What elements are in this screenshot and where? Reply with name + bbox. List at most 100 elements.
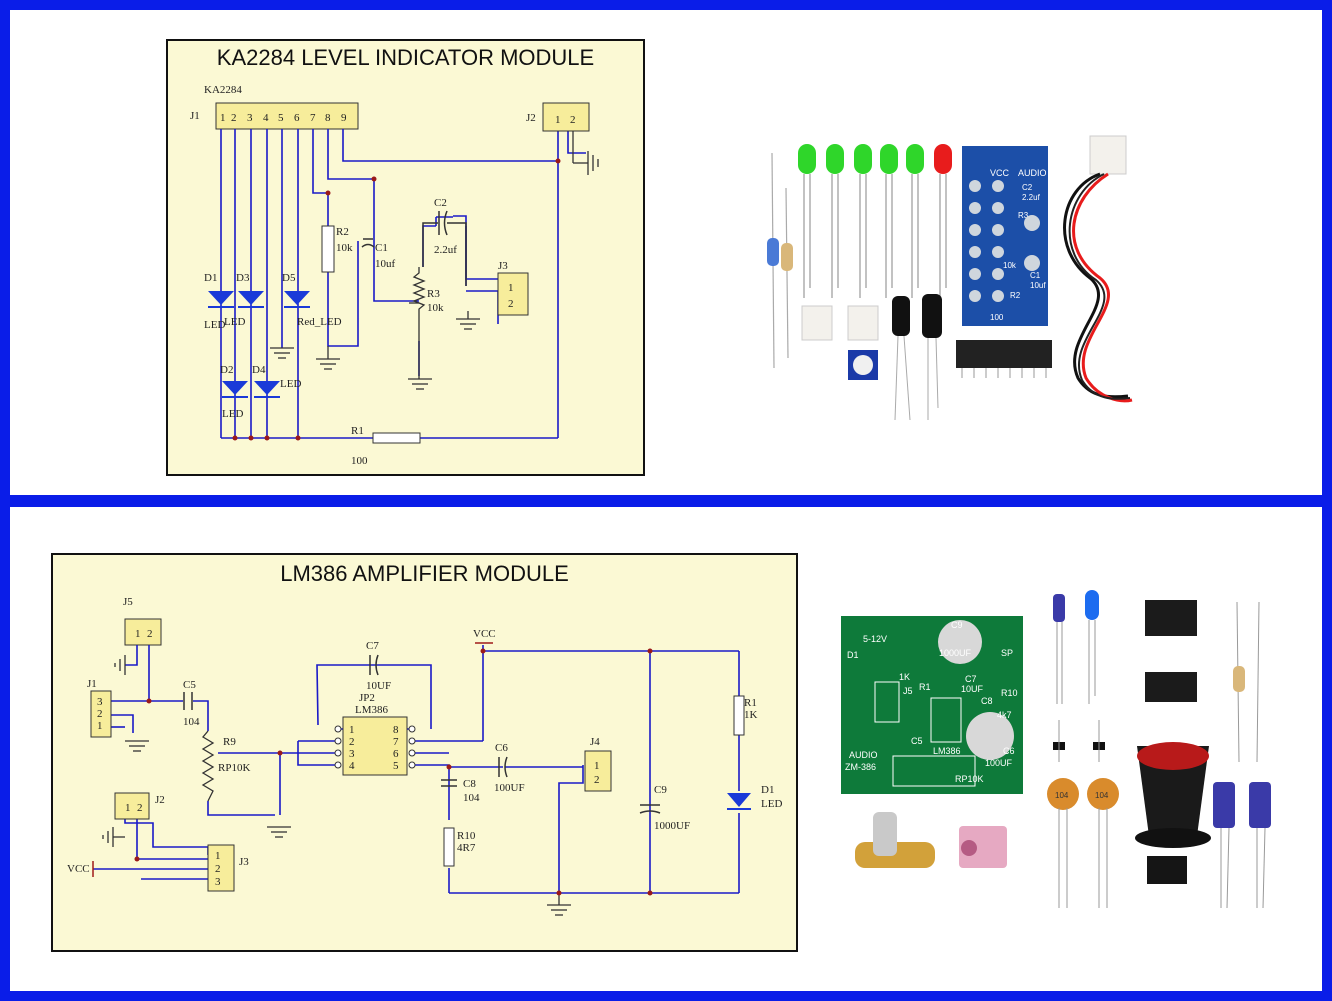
j4-connector	[584, 750, 612, 792]
r1-value-b: 1K	[744, 709, 758, 721]
lm386-title: LM386 AMPLIFIER MODULE	[280, 561, 569, 586]
svg-text:104: 104	[1095, 791, 1109, 800]
svg-text:3: 3	[247, 112, 253, 124]
junction-dots	[232, 158, 561, 441]
svg-text:10uf: 10uf	[1030, 281, 1046, 290]
j3-pin2: 2	[508, 298, 514, 310]
c9-capacitor	[639, 804, 661, 814]
svg-text:100UF: 100UF	[985, 758, 1013, 768]
r9-label: R9	[223, 736, 236, 748]
vcc-label: VCC	[473, 628, 496, 640]
svg-text:100: 100	[990, 313, 1004, 322]
j2-label-b: J2	[155, 794, 165, 806]
svg-text:2: 2	[147, 628, 153, 640]
svg-text:8: 8	[393, 724, 399, 736]
ka2284-title: KA2284 LEVEL INDICATOR MODULE	[216, 45, 595, 70]
c2-value: 2.2uf	[434, 244, 457, 256]
r1-label-b: R1	[744, 697, 757, 709]
svg-text:10k: 10k	[1003, 261, 1017, 270]
svg-text:C8: C8	[981, 696, 993, 706]
j3-label-b: J3	[239, 856, 249, 868]
svg-text:2: 2	[137, 802, 143, 814]
svg-text:3: 3	[215, 876, 221, 888]
c2-label: C2	[434, 197, 447, 209]
r9-potentiometer	[201, 730, 215, 802]
c8-capacitor	[441, 779, 457, 787]
svg-text:2: 2	[97, 708, 103, 720]
svg-text:1: 1	[349, 724, 355, 736]
svg-text:3: 3	[97, 696, 103, 708]
lm386-schematic-panel: LM386 AMPLIFIER MODULE J5 1 2	[51, 553, 798, 952]
svg-text:C9: C9	[951, 620, 963, 630]
j2-ground-symbol	[572, 131, 599, 175]
j2-pin1: 1	[555, 114, 561, 126]
svg-text:C5: C5	[911, 736, 923, 746]
r2-value: 10k	[336, 242, 353, 254]
svg-text:2: 2	[349, 736, 355, 748]
lm386-parts: 104 104	[855, 590, 1271, 909]
svg-text:SP: SP	[1001, 648, 1013, 658]
lm386-pcb: 5-12V D1 1K C9 1000UF SP C7 10UF R1 J5 R…	[841, 616, 1023, 794]
lm386-wires	[93, 645, 740, 894]
r9-ground	[267, 826, 291, 838]
svg-text:2: 2	[594, 774, 600, 786]
svg-text:J5: J5	[903, 686, 913, 696]
j1-ground	[125, 740, 149, 752]
svg-text:R3: R3	[1018, 211, 1029, 220]
j5-ground	[114, 655, 126, 675]
svg-text:R2: R2	[1010, 291, 1021, 300]
svg-text:RP10K: RP10K	[955, 774, 984, 784]
led-label-1: LED	[204, 319, 225, 331]
j3-pin1: 1	[508, 282, 514, 294]
c6-capacitor	[498, 756, 508, 778]
c9-value: 1000UF	[654, 820, 690, 832]
svg-text:8: 8	[325, 112, 331, 124]
led-d1	[208, 291, 234, 308]
svg-text:D1: D1	[847, 650, 859, 660]
svg-text:1000UF: 1000UF	[939, 648, 972, 658]
ka2284-schematic: KA2284 J1 1 2 3 4 5 6 7 8 9	[190, 84, 599, 467]
jp2-label: JP2	[359, 692, 375, 704]
j1-wires	[220, 121, 586, 439]
r1-resistor	[372, 432, 421, 444]
c8-value: 104	[463, 792, 480, 804]
lm386-ic	[342, 716, 408, 776]
j2-connector-b	[114, 792, 150, 820]
j2-label: J2	[526, 112, 536, 124]
vcc-label-b: VCC	[67, 863, 90, 875]
svg-text:6: 6	[294, 112, 300, 124]
j4-label: J4	[590, 736, 600, 748]
c2-capacitor	[422, 210, 467, 286]
led-row	[798, 144, 952, 298]
red-led-label: Red_LED	[297, 316, 342, 328]
c9-label: C9	[654, 784, 667, 796]
r3-potentiometer	[409, 267, 426, 379]
led-d5	[284, 291, 310, 308]
c1-value: 10uf	[375, 258, 396, 270]
r9-value: RP10K	[218, 762, 250, 774]
svg-text:6: 6	[393, 748, 399, 760]
led-label-3: LED	[280, 378, 301, 390]
c1-label: C1	[375, 242, 388, 254]
lm386-pins: 1 2 3 4 8 7 6 5	[334, 724, 416, 772]
d1-label: D1	[204, 272, 217, 284]
svg-text:C6: C6	[1003, 746, 1015, 756]
j1-label: J1	[190, 110, 200, 122]
j3-ground	[456, 311, 480, 330]
svg-text:4k7: 4k7	[997, 710, 1012, 720]
r2-label: R2	[336, 226, 349, 238]
svg-text:C2: C2	[1022, 183, 1033, 192]
svg-text:3: 3	[349, 748, 355, 760]
lm386-schematic: J5 1 2	[67, 596, 782, 916]
svg-text:1: 1	[594, 760, 600, 772]
led-d4	[254, 381, 280, 398]
ka2284-schematic-panel: KA2284 LEVEL INDICATOR MODULE KA2284 J1 …	[166, 39, 645, 476]
svg-text:1K: 1K	[899, 672, 910, 682]
c6-value: 100UF	[494, 782, 525, 794]
j5-label: J5	[123, 596, 133, 608]
r10-resistor	[443, 827, 455, 867]
svg-text:5-12V: 5-12V	[863, 634, 887, 644]
led-label-b: LED	[761, 798, 782, 810]
c1-capacitor	[361, 238, 375, 248]
svg-text:2: 2	[215, 863, 221, 875]
